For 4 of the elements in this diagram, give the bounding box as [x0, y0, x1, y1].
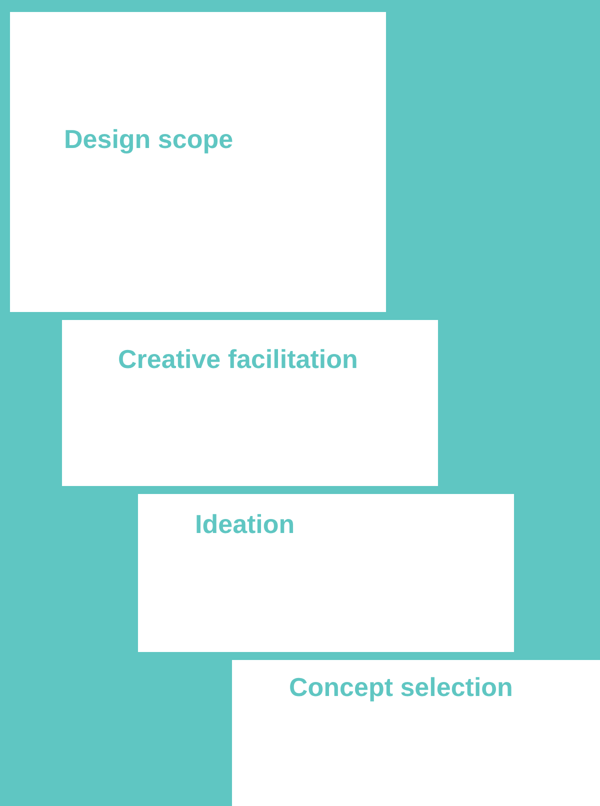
stage-title: Concept selection [289, 672, 513, 704]
stage-title: Design scope [64, 124, 234, 156]
stage-title: Creative facilitation [118, 344, 358, 376]
stage-title: Ideation [195, 509, 295, 540]
